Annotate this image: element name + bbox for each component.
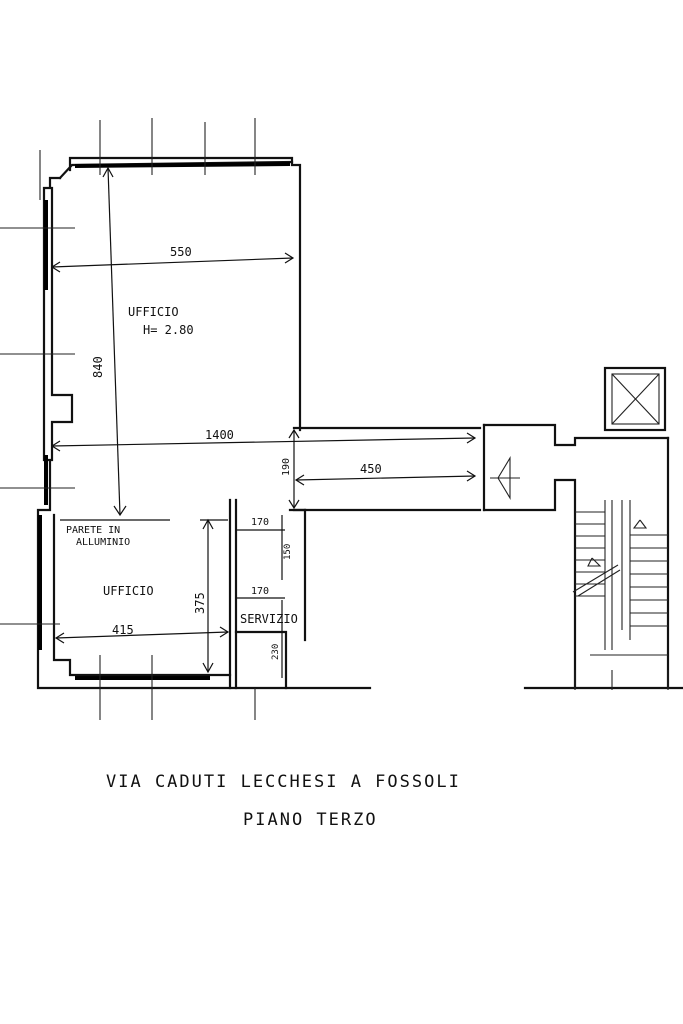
elevator-icon	[603, 366, 667, 432]
room-label-office-upper: UFFICIO	[128, 305, 179, 319]
caption-floor: PIANO TERZO	[243, 810, 378, 830]
partition-label-line1: PARETE IN	[66, 525, 120, 536]
dim-corridor-height: 190	[281, 458, 292, 476]
dim-service-width-a: 170	[251, 517, 269, 528]
dimension-lines	[50, 166, 477, 678]
dim-service-height-b: 230	[271, 644, 281, 660]
dim-height-left: 840	[91, 356, 105, 378]
caption-address: VIA CADUTI LECCHESI A FOSSOLI	[106, 772, 461, 792]
room-label-service: SERVIZIO	[240, 612, 298, 626]
dim-lower-width: 415	[112, 623, 134, 637]
dim-service-width-b: 170	[251, 586, 269, 597]
partition-label-line2: ALLUMINIO	[76, 537, 130, 548]
grid-ticks	[0, 118, 669, 720]
dim-lower-height: 375	[193, 592, 207, 614]
dim-corridor-length: 450	[360, 462, 382, 476]
outer-walls	[36, 156, 372, 690]
room-label-office-lower: UFFICIO	[103, 584, 154, 598]
staircase-icon	[572, 500, 668, 656]
dim-width-total: 1400	[205, 428, 234, 442]
room-height-note: H= 2.80	[143, 323, 194, 337]
corridor-walls	[292, 423, 683, 690]
dim-service-height-a: 150	[283, 544, 293, 560]
dim-width-upper: 550	[170, 245, 192, 259]
